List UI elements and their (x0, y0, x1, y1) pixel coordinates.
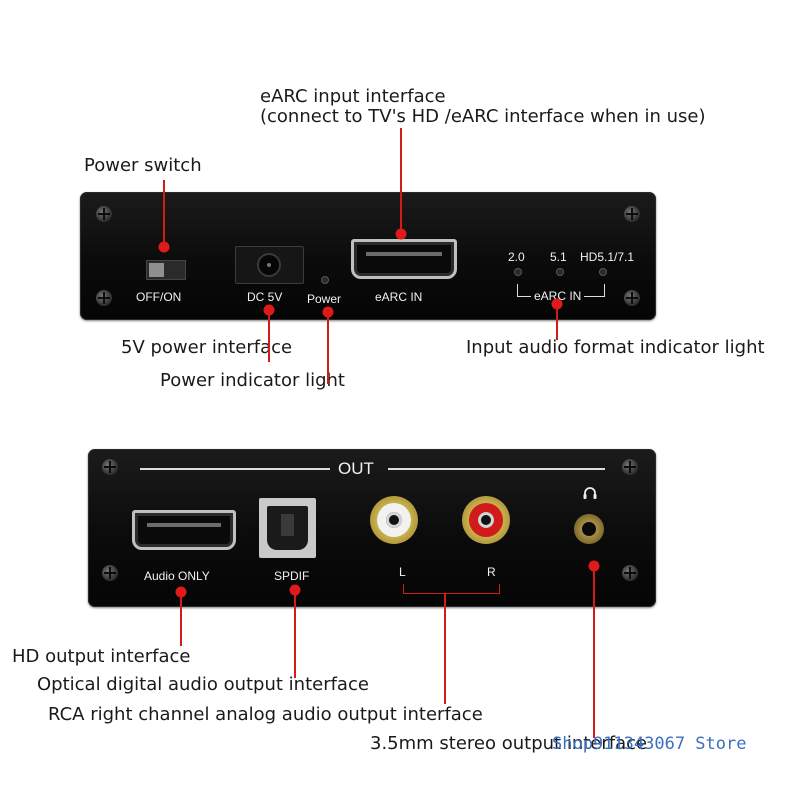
stereo-output-callout: 3.5mm stereo output interface (370, 733, 648, 754)
hd-output-pointer (175, 586, 187, 598)
format-led-hd (599, 268, 607, 276)
power-indicator-pointer (322, 306, 334, 318)
power-indicator-leader (327, 312, 329, 384)
screw-icon (102, 565, 118, 581)
spdif-port[interactable] (259, 498, 316, 558)
screw-icon (102, 459, 118, 475)
earc-input-note: (connect to TV's HD /eARC interface when… (260, 106, 706, 127)
power-interface-pointer (263, 304, 275, 316)
rca-right-jack[interactable] (462, 496, 510, 544)
earc-label: eARC IN (375, 290, 423, 304)
rca-left-jack[interactable] (370, 496, 418, 544)
led-label-5-1: 5.1 (550, 250, 567, 264)
screw-icon (96, 206, 112, 222)
headphone-icon (582, 485, 598, 501)
power-label: Power (307, 292, 342, 306)
dc-label: DC 5V (247, 290, 283, 304)
power-interface-callout: 5V power interface (121, 337, 293, 358)
led-label-hd: HD5.1/7.1 (580, 250, 635, 264)
format-indicator-leader (556, 304, 558, 340)
rca-output-leader (444, 594, 446, 704)
earc-input-pointer (395, 228, 407, 240)
power-switch-leader (163, 180, 165, 247)
stereo-jack[interactable] (574, 514, 604, 544)
rca-right-label: R (487, 565, 496, 579)
hdmi-label: Audio ONLY (144, 569, 210, 583)
optical-output-callout: Optical digital audio output interface (37, 674, 369, 695)
rca-output-callout: RCA right channel analog audio output in… (48, 704, 483, 725)
led-label-2-0: 2.0 (508, 250, 525, 264)
format-indicator-callout: Input audio format indicator light (466, 337, 765, 358)
optical-output-leader (294, 590, 296, 678)
spdif-label: SPDIF (274, 569, 310, 583)
earc-group-label: eARC IN (531, 289, 585, 303)
power-switch-slider[interactable] (149, 263, 164, 277)
store-watermark: Shop911343067 Store (552, 734, 747, 754)
power-led (321, 276, 329, 284)
format-indicator-pointer (551, 298, 563, 310)
rca-bracket-left (403, 584, 404, 593)
screw-icon (624, 206, 640, 222)
screw-icon (622, 459, 638, 475)
out-line-left (140, 468, 330, 470)
switch-label: OFF/ON (136, 290, 182, 304)
hd-output-leader (180, 592, 182, 646)
screw-icon (96, 290, 112, 306)
rca-bracket-right (499, 584, 500, 593)
power-interface-leader (268, 310, 270, 362)
bottom-panel: OUT Audio ONLY SPDIF L R (88, 449, 656, 607)
stereo-output-pointer (588, 560, 600, 572)
power-switch[interactable] (146, 260, 186, 280)
out-line-right (388, 468, 605, 470)
earc-input-title: eARC input interface (260, 86, 446, 107)
hdmi-output-port[interactable] (132, 510, 236, 550)
hd-output-callout: HD output interface (12, 646, 191, 667)
power-switch-callout: Power switch (84, 155, 202, 176)
top-panel: OFF/ON DC 5V Power eARC IN 2.0 5.1 HD5.1… (80, 192, 656, 320)
rca-bracket-bottom (403, 593, 500, 594)
format-led-5-1 (556, 268, 564, 276)
dc-jack[interactable] (235, 246, 304, 284)
stereo-output-leader (593, 566, 595, 738)
out-title: OUT (338, 459, 374, 478)
screw-icon (624, 290, 640, 306)
rca-left-label: L (399, 565, 406, 579)
earc-input-callout: eARC input interface (connect to TV's HD… (260, 87, 705, 127)
earc-hdmi-port[interactable] (351, 239, 457, 279)
power-switch-pointer (158, 241, 170, 253)
earc-input-leader (400, 128, 402, 235)
format-led-2-0 (514, 268, 522, 276)
optical-output-pointer (289, 584, 301, 596)
screw-icon (622, 565, 638, 581)
power-indicator-callout: Power indicator light (160, 370, 345, 391)
